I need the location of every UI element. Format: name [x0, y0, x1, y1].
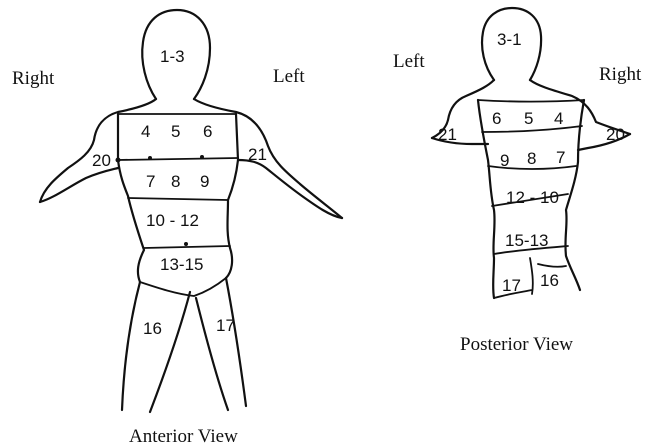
posterior-caption: Posterior View — [460, 334, 573, 355]
anterior-legs — [122, 278, 246, 412]
posterior-zone-20: 20 — [606, 125, 625, 144]
posterior-zone-15-13: 15-13 — [505, 231, 548, 250]
posterior-zone-21: 21 — [438, 125, 457, 144]
anterior-side-right: Right — [12, 68, 55, 89]
posterior-zone-17: 17 — [502, 276, 521, 295]
anterior-zone-10-12: 10 - 12 — [146, 211, 199, 230]
posterior-zone-head: 3-1 — [497, 30, 522, 49]
posterior-figure: 3-1 6 5 4 9 8 7 12 - 10 15-13 17 16 21 2… — [393, 8, 642, 355]
anterior-arms-inner — [40, 160, 342, 218]
posterior-arms-inner — [432, 134, 630, 150]
anterior-zone-13-15: 13-15 — [160, 255, 203, 274]
anterior-zone-5: 5 — [171, 122, 180, 141]
posterior-zone-16: 16 — [540, 271, 559, 290]
anterior-zone-17: 17 — [216, 316, 235, 335]
anterior-zone-20: 20 — [92, 151, 111, 170]
anterior-dot — [200, 155, 204, 159]
posterior-zone-4: 4 — [554, 109, 563, 128]
posterior-zone-6: 6 — [492, 109, 501, 128]
anterior-zone-16: 16 — [143, 319, 162, 338]
anterior-zone-9: 9 — [200, 172, 209, 191]
anterior-zone-4: 4 — [141, 122, 150, 141]
posterior-side-left: Left — [393, 51, 425, 72]
posterior-zone-5: 5 — [524, 109, 533, 128]
posterior-zone-9: 9 — [500, 151, 509, 170]
anterior-zone-6: 6 — [203, 122, 212, 141]
anterior-caption: Anterior View — [129, 426, 238, 447]
anterior-side-left: Left — [273, 66, 305, 87]
anterior-dot — [116, 158, 121, 163]
posterior-zone-12-10: 12 - 10 — [506, 188, 559, 207]
anterior-zone-8: 8 — [171, 172, 180, 191]
posterior-zone-7: 7 — [556, 148, 565, 167]
anterior-dot — [184, 242, 188, 246]
anterior-zone-7: 7 — [146, 172, 155, 191]
anterior-zone-21: 21 — [248, 145, 267, 164]
anterior-dot — [148, 156, 152, 160]
posterior-zone-8: 8 — [527, 149, 536, 168]
anterior-zone-head: 1-3 — [160, 47, 185, 66]
anterior-figure: 1-3 4 5 6 7 8 9 10 - 12 13-15 16 17 20 2… — [12, 10, 342, 447]
posterior-side-right: Right — [599, 64, 642, 85]
